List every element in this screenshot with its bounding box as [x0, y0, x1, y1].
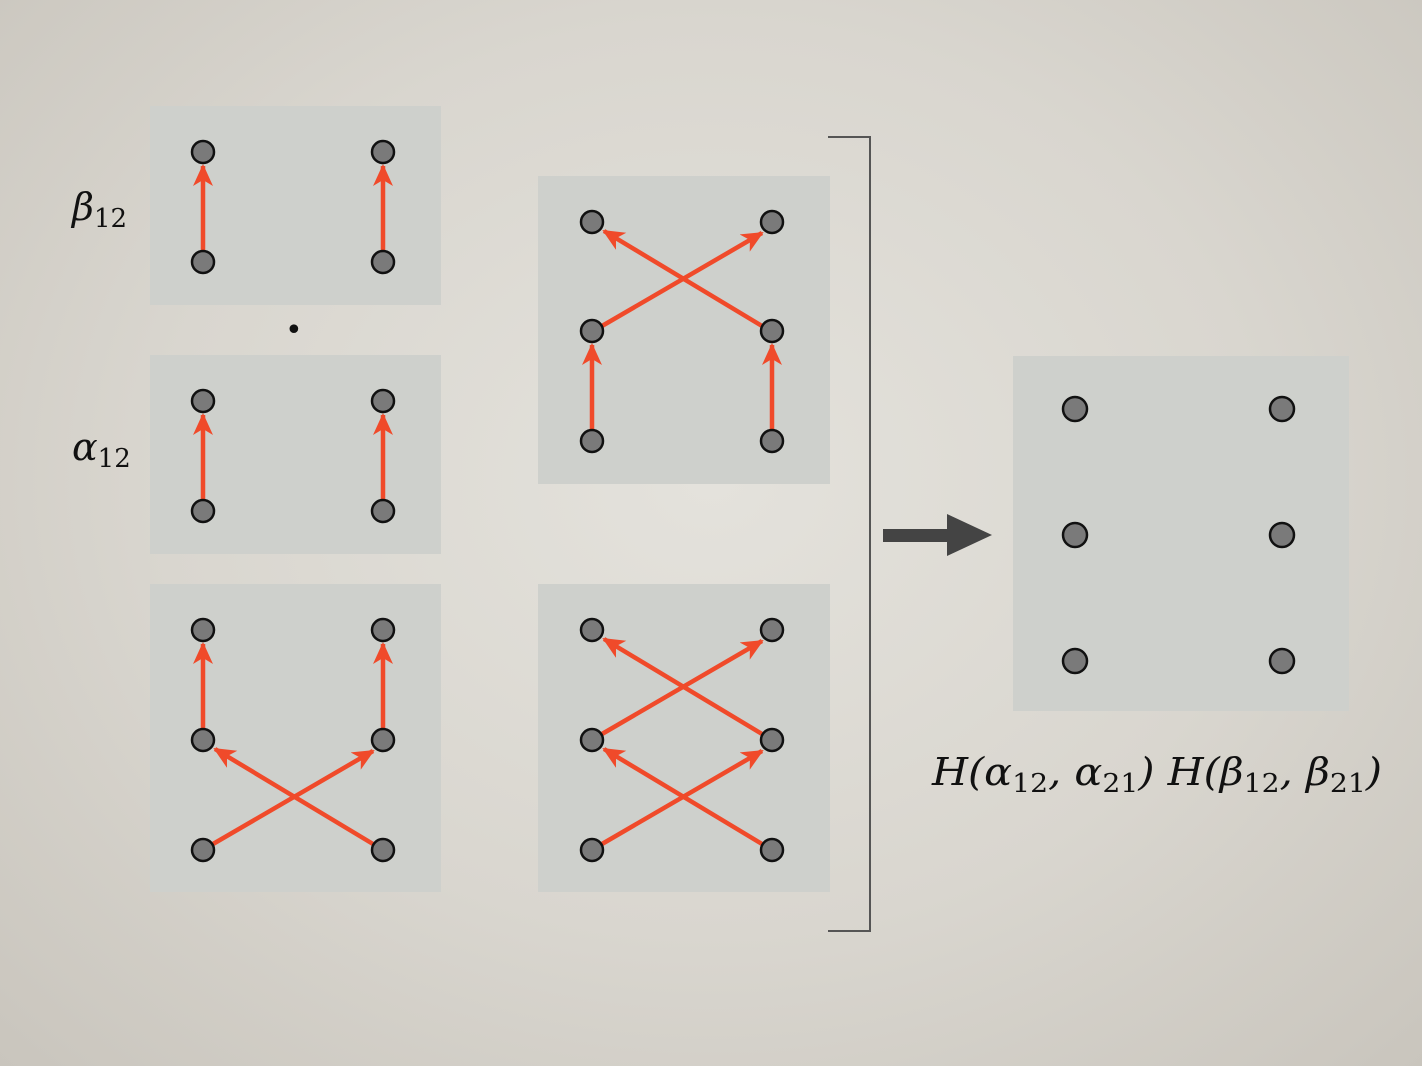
closing-bracket-icon — [828, 136, 871, 932]
right-arrow-icon — [883, 514, 992, 556]
result-formula: H(α12, α21) H(β12, β21) — [931, 750, 1382, 799]
result-panel — [1013, 356, 1349, 711]
beta-panel — [150, 106, 441, 305]
product-dot: • — [285, 313, 303, 348]
alpha-12-label: α12 — [72, 425, 131, 474]
alpha-panel — [150, 355, 441, 554]
beta-12-label: β12 — [70, 185, 127, 234]
composition-panel-1 — [150, 584, 441, 892]
composition-panel-3 — [538, 584, 830, 892]
composition-panel-2 — [538, 176, 830, 484]
